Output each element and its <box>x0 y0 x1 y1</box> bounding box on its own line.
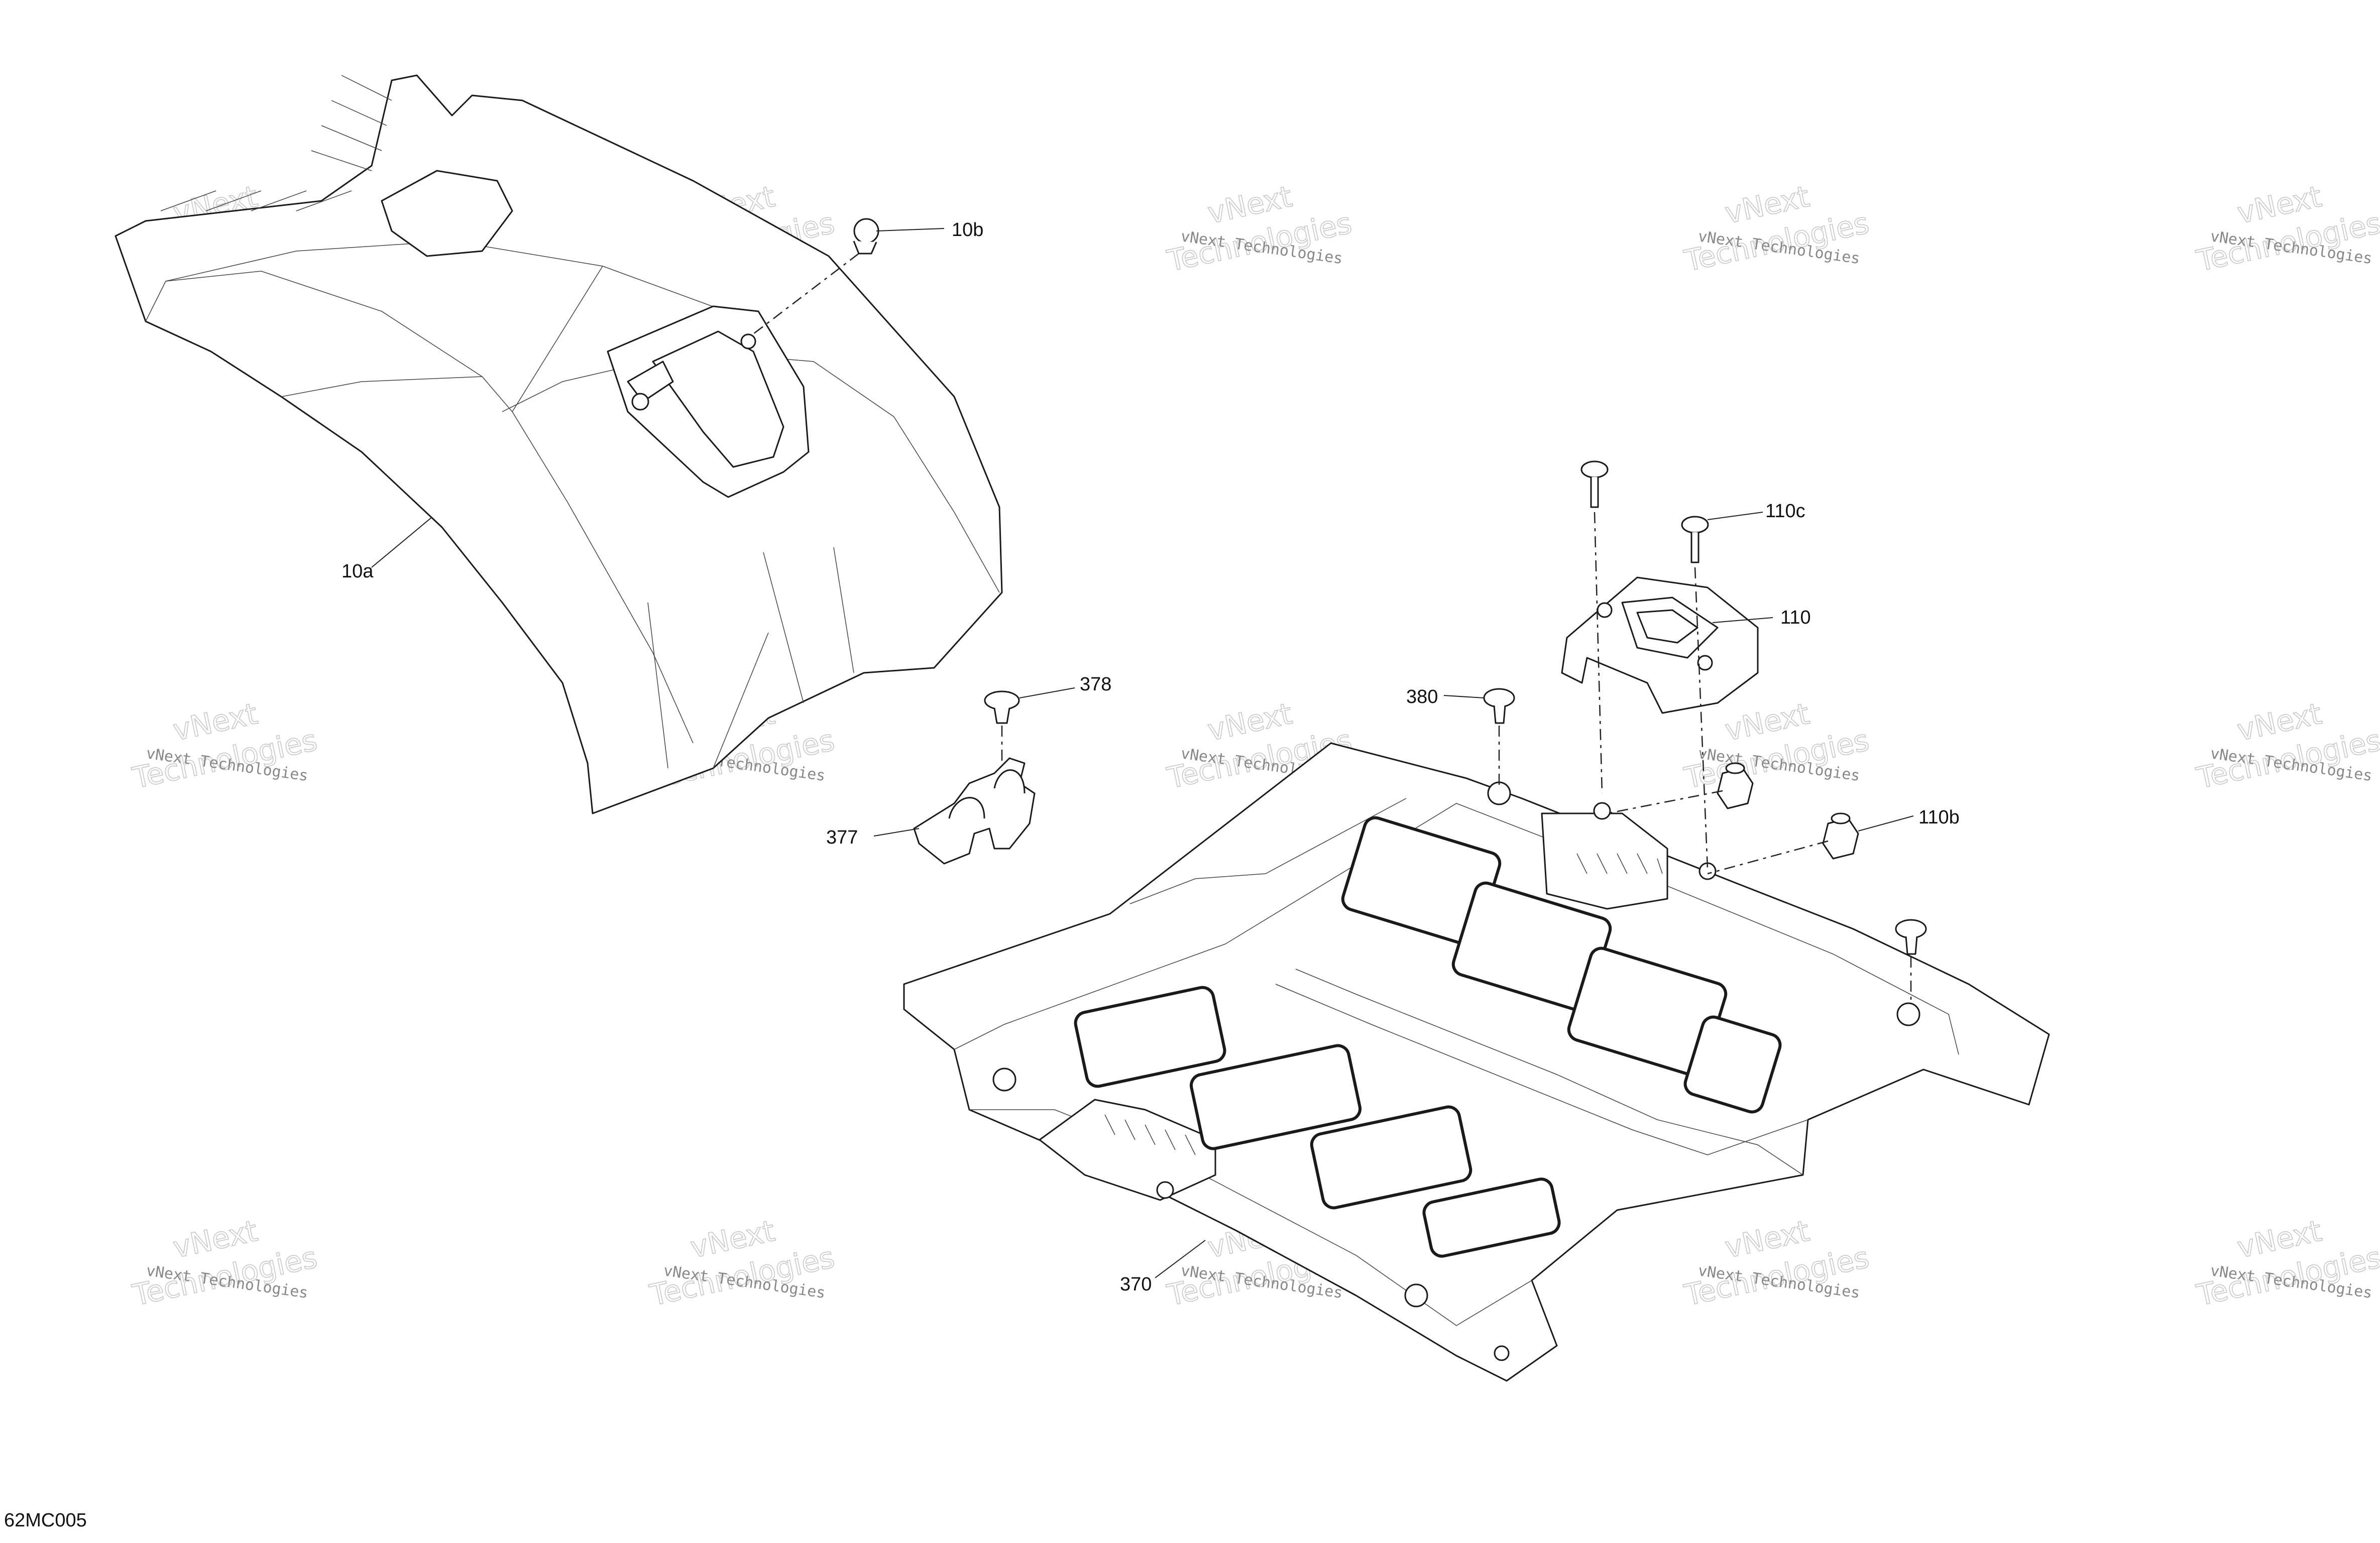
part-110b-nut-a <box>1717 762 1754 809</box>
callout-110b: 110b <box>1918 807 1960 828</box>
callout-377: 377 <box>826 827 858 848</box>
callout-370: 370 <box>1120 1274 1152 1295</box>
part-378-fastener <box>984 690 1020 724</box>
part-110c-screw-b <box>1681 516 1709 563</box>
figure-reference: 62MC005 <box>4 1510 87 1531</box>
callout-380: 380 <box>1406 686 1438 707</box>
callout-110c: 110c <box>1765 501 1805 522</box>
callout-10a: 10a <box>342 561 374 582</box>
part-110b-nut-b <box>1822 812 1859 860</box>
part-10a-cover <box>115 74 1003 814</box>
part-110c-screw-a <box>1580 460 1609 508</box>
callout-110: 110 <box>1780 607 1811 628</box>
part-10b-screw <box>853 218 879 255</box>
part-380-fastener-b <box>1895 919 1927 955</box>
callout-378: 378 <box>1080 674 1111 695</box>
part-110-handle <box>1561 576 1759 714</box>
callout-10b: 10b <box>952 219 983 241</box>
part-377-clamp <box>913 757 1036 865</box>
part-380-fastener-a <box>1483 688 1515 724</box>
part-370-skid-plate <box>903 742 2050 1382</box>
